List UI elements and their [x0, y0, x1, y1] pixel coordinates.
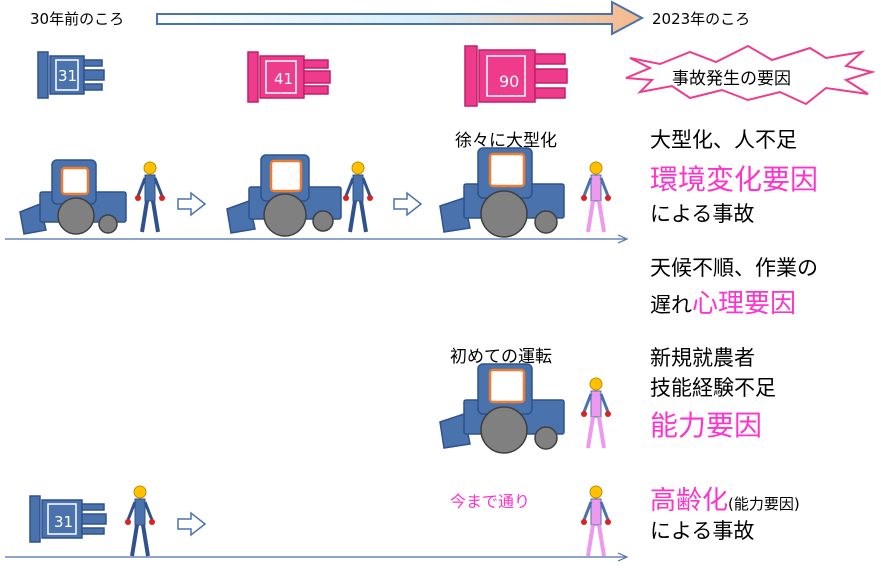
aging-factor-line1: 高齢化(能力要因): [650, 480, 800, 517]
psychology-factor-line2: 遅れ心理要因: [650, 283, 796, 320]
top-tractor-41: [247, 51, 331, 103]
aging-factor-paren: (能力要因): [728, 495, 800, 513]
worker-pink-1: [581, 161, 611, 233]
ability-factor-line2: 技能経験不足: [650, 376, 776, 400]
top-tractor-41-number: 41: [274, 70, 294, 88]
timeline-arrow: [156, 0, 645, 36]
worker-blue-1: [135, 161, 165, 233]
psychology-factor-key: 心理要因: [692, 289, 797, 319]
environment-factor-line3: による事故: [650, 202, 755, 226]
aging-factor-line2: による事故: [650, 519, 755, 543]
ground-line-1: [5, 234, 629, 244]
ability-factor-line1: 新規就農者: [650, 346, 755, 370]
side-tractor-small: [19, 159, 127, 235]
psychology-factor-line1: 天候不順、作業の: [650, 256, 818, 280]
burst-label: 事故発生の要因: [672, 69, 791, 89]
aging-factor-key: 高齢化: [650, 486, 729, 516]
side-tractor-first-drive: [439, 363, 565, 454]
ability-factor-key: 能力要因: [650, 409, 763, 442]
psychology-factor-prefix: 遅れ: [650, 293, 692, 317]
first-drive-caption: 初めての運転: [450, 347, 552, 367]
top-tractor-31-number: 31: [58, 67, 78, 85]
worker-blue-2: [343, 161, 373, 233]
burst-shape: [625, 44, 876, 106]
timeline-end-label: 2023年のころ: [652, 10, 751, 28]
timeline-start-label: 30年前のころ: [30, 10, 125, 28]
worker-pink-2: [581, 377, 611, 449]
worker-pink-3: [581, 485, 611, 557]
bottom-tractor-number: 31: [54, 513, 74, 531]
progress-arrow-1: [177, 191, 207, 217]
as-before-caption: 今まで通り: [450, 492, 531, 511]
side-tractor-medium: [226, 154, 342, 237]
ground-line-2: [5, 552, 629, 562]
side-tractor-large: [439, 147, 565, 238]
top-tractor-31: [37, 51, 105, 99]
top-tractor-90-number: 90: [499, 72, 520, 91]
progress-arrow-2: [393, 191, 423, 217]
progress-arrow-3: [177, 511, 207, 537]
enlargement-caption: 徐々に大型化: [455, 131, 557, 151]
worker-blue-3: [125, 485, 155, 557]
environment-factor-line1: 大型化、人不足: [650, 128, 797, 152]
environment-factor-key: 環境変化要因: [650, 163, 819, 196]
bottom-top-tractor-31: [29, 495, 107, 543]
top-tractor-90: [464, 45, 568, 107]
